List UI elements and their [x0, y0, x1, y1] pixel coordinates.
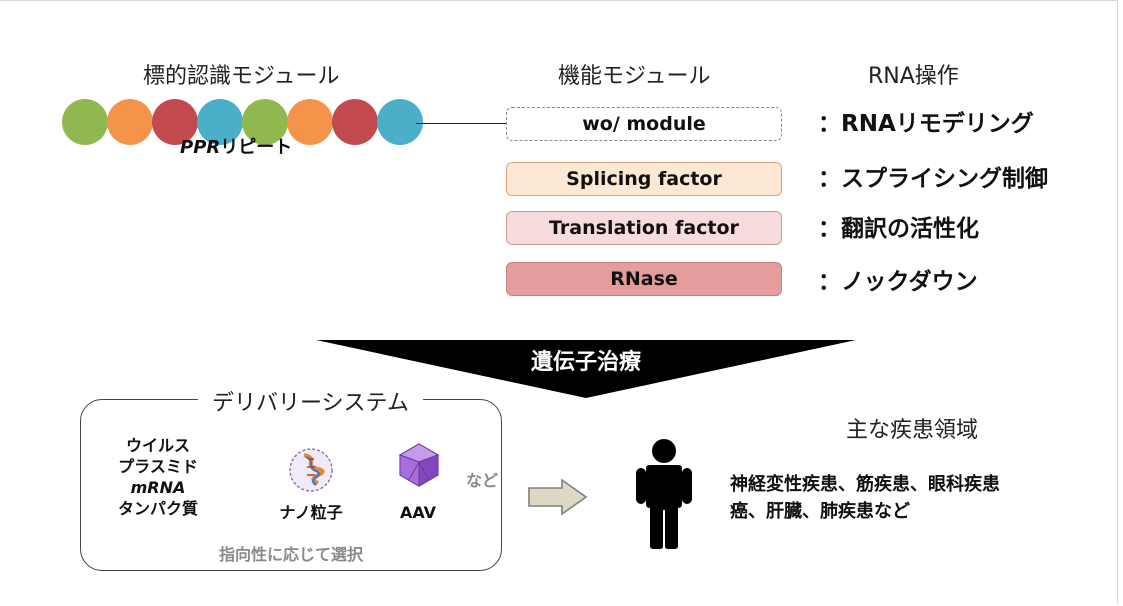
- cargo-plasmid: プラスミド: [118, 457, 198, 476]
- gene-therapy-label: 遺伝子治療: [530, 350, 641, 375]
- ppr-bead: [152, 99, 198, 145]
- banner-triangle: [316, 340, 856, 398]
- selection-note: 指向性に応じて選択: [218, 545, 363, 564]
- right-arrow-icon: [528, 478, 588, 516]
- etc-label: など: [465, 471, 498, 490]
- disease-areas-title: 主な疾患領域: [846, 418, 979, 443]
- ppr-bead: [287, 99, 333, 145]
- ppr-bead-chain: [62, 99, 423, 145]
- nanoparticle-label: ナノ粒子: [279, 503, 343, 522]
- target-module-header: 標的認識モジュール: [143, 64, 340, 89]
- module-connector-line: [416, 123, 508, 124]
- rna-operation-header: RNA操作: [868, 64, 959, 89]
- ppr-repeat-label: PPRリピート: [180, 137, 293, 158]
- module-box-translation-factor: Translation factor: [506, 211, 782, 245]
- disease-areas-line2: 癌、肝臓、肺疾患など: [730, 501, 910, 522]
- ppr-bead: [332, 99, 378, 145]
- function-module-header: 機能モジュール: [558, 64, 711, 89]
- person-icon: [636, 439, 692, 549]
- ppr-bead: [242, 99, 288, 145]
- cargo-virus: ウイルス: [125, 436, 190, 455]
- nanoparticle-icon: [289, 448, 333, 492]
- operation-knockdown: ：ノックダウン: [818, 269, 978, 295]
- aav-label: AAV: [399, 503, 437, 522]
- ppr-bead: [197, 99, 243, 145]
- delivery-system-title: デリバリーシステム: [198, 385, 423, 417]
- operation-rna-remodeling: ：RNAリモデリング: [818, 111, 1034, 137]
- disease-areas-line1: 神経変性疾患、筋疾患、眼科疾患: [730, 474, 1000, 495]
- module-box-splicing-factor: Splicing factor: [506, 162, 782, 196]
- module-box-rnase: RNase: [506, 262, 782, 296]
- cargo-protein: タンパク質: [117, 499, 198, 518]
- cargo-mrna: mRNA: [130, 478, 186, 497]
- operation-translation-activation: ：翻訳の活性化: [818, 216, 979, 242]
- ppr-bead: [62, 99, 108, 145]
- operation-splicing-control: ：スプライシング制御: [818, 166, 1048, 192]
- aav-capsid-icon: [398, 443, 440, 487]
- gene-therapy-banner: [316, 340, 856, 398]
- module-box-wo-module: wo/ module: [506, 107, 782, 141]
- ppr-bead: [377, 99, 423, 145]
- ppr-bead: [107, 99, 153, 145]
- cargo-list: ウイルス プラスミド mRNA タンパク質: [112, 435, 204, 519]
